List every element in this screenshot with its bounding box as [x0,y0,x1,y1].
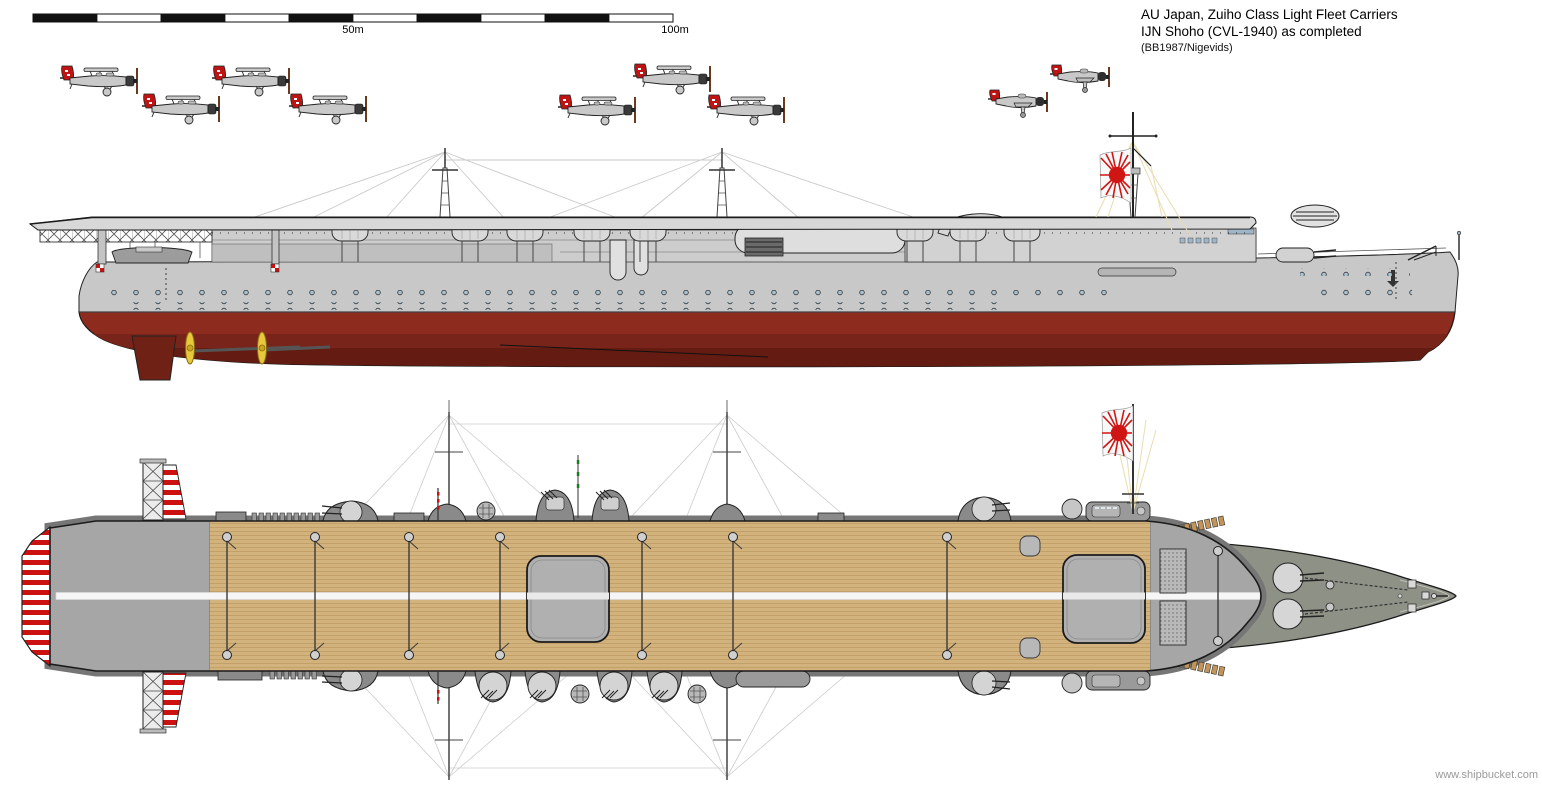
funnel-downturn-2 [633,239,649,276]
rudder [131,335,177,381]
island-top [1085,501,1151,522]
scale-bar-segment [288,13,354,23]
boat-booms-stern-top [251,512,320,522]
forward-elevator [1062,554,1146,644]
arresting-cables [221,531,1223,661]
scale-bar-segment [352,13,418,23]
capstan-2 [1325,602,1335,612]
watermark: www.shipbucket.com [1435,769,1538,781]
scale-bar-segment [416,13,482,23]
title-line-1: AU Japan, Zuiho Class Light Fleet Carrie… [1141,7,1398,22]
bow-gun-mount [1275,247,1337,263]
side-profile-view [28,112,1462,381]
scale-bar-segment [544,13,610,23]
window-row [1179,237,1218,244]
scale-bar-segment [32,13,98,23]
naval-ensign-plan [1101,405,1134,462]
aircraft-fighter [1049,64,1110,94]
aircraft-bomber [59,65,138,97]
aft-elevator [526,555,610,643]
flight-deck-surface [50,521,1261,671]
plan-sponsons-bottom [217,655,1226,704]
anchor-chain-1 [1304,577,1409,591]
scale-bar-segment [608,13,674,23]
bridge-windows [1227,228,1255,235]
deck-centerline [55,592,1261,600]
title-credit: (BB1987/Nigevids) [1141,42,1233,54]
scale-bar-segment [224,13,290,23]
bilge-keel [499,344,769,358]
aa-tub-542 [524,670,561,703]
windbreaks [1159,548,1187,646]
underwater-hull [78,311,1456,368]
scale-label-50m: 50m [342,24,364,36]
rangefinder-dome [1061,498,1083,520]
flight-deck-side [28,216,1257,231]
bow-turret-1 [1272,562,1304,594]
aircraft-bomber [632,63,711,95]
cable-short [1213,546,1223,646]
aa-tub-664 [646,670,683,703]
aircraft-bomber [557,94,636,126]
fore-mast [1095,112,1191,236]
scale-bar-segment [480,13,546,23]
funnel-fairing-plan [735,670,811,688]
warning-checker [95,263,280,273]
ship-boat-stowed [1097,267,1177,277]
bow-deck-tip [1290,204,1340,228]
scale-label-100m: 100m [661,24,689,36]
funnel-group [609,224,906,281]
scale-bar-segment [160,13,226,23]
aircraft-bomber [141,93,220,125]
plan-forecastle [1194,541,1457,651]
gallery-deck-band [211,227,1257,277]
outrigger-top [139,458,187,521]
propellers [185,331,331,365]
scale-bar [32,13,674,23]
bow-turret-2 [1272,598,1304,630]
lattice-mast-mid [709,148,735,218]
aircraft-bomber [706,94,785,126]
aircraft-fighter [987,89,1048,119]
flight-deck-outline [49,520,1262,672]
anchor-chain-2 [1304,601,1409,615]
stern-boat [111,246,193,264]
forecastle-fittings-plan [1272,562,1448,630]
naval-ensign-side [1099,147,1132,204]
deck-fitting-fwd-bottom [1019,637,1041,659]
portholes [108,268,1412,310]
capstan-1 [1325,580,1335,590]
deck-fitting-fwd-top [1019,535,1041,557]
aircraft-bomber [288,93,367,125]
bow-crane [1407,245,1437,261]
aircraft-formation [59,63,1110,126]
boat-booms-stern-bottom [269,670,317,680]
lattice-mast-aft [432,148,458,218]
plan-sponsons-top [215,455,1226,537]
aircraft-bomber [211,65,290,97]
funnel-downturn-1 [609,239,627,281]
island-bottom [1085,670,1151,691]
jackstaff [1456,230,1462,260]
aa-tub-614 [596,670,633,703]
outrigger-bottom [139,671,187,734]
title-line-2: IJN Shoho (CVL-1940) as completed [1141,24,1362,39]
stern-rounddown-stripes [21,525,51,668]
plan-view [21,400,1457,780]
plan-fore-mast [1101,404,1157,514]
scale-bar-segment [96,13,162,23]
deck-support-truss [39,229,280,273]
aa-tub-493 [474,670,512,703]
